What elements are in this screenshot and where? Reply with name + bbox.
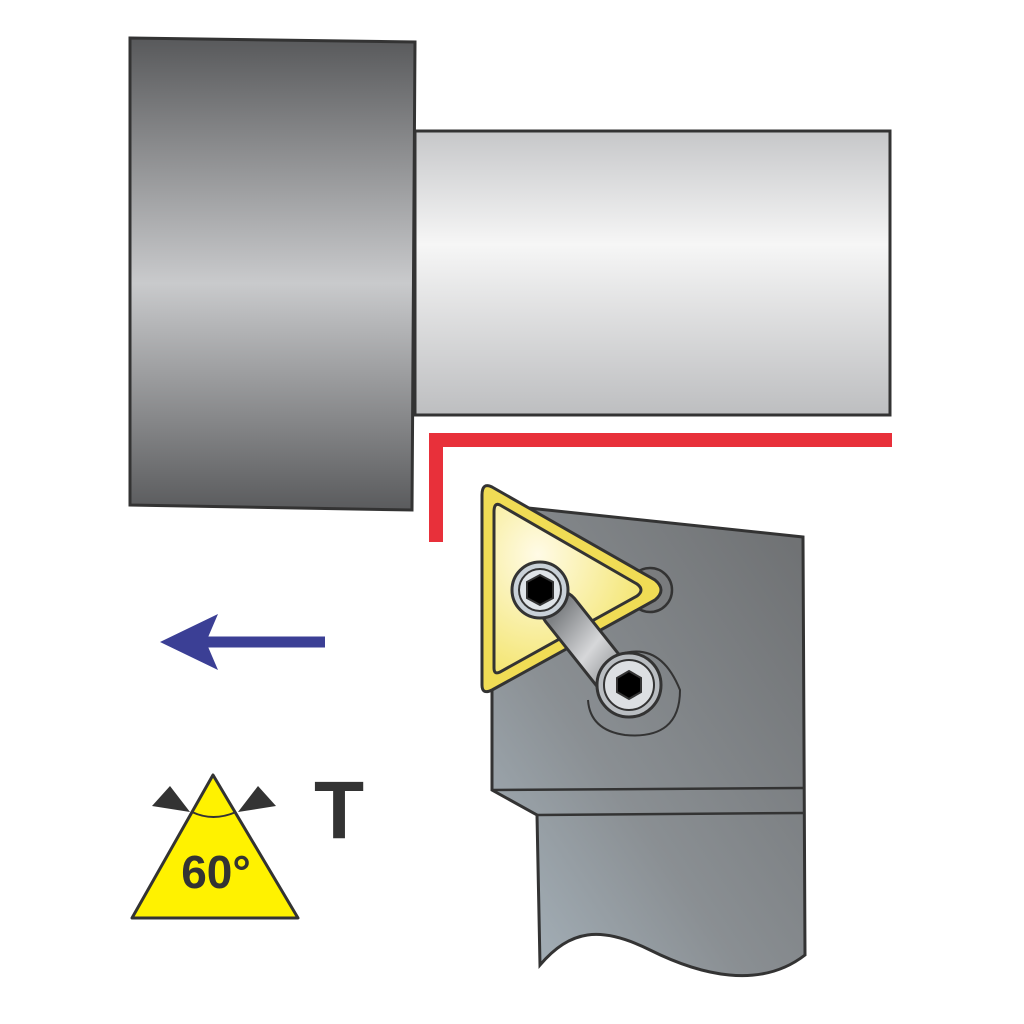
angle-label: 60° xyxy=(181,846,251,898)
workpiece-small-diameter xyxy=(413,129,892,417)
clamp xyxy=(510,560,682,737)
holder-shank-line xyxy=(536,811,804,817)
angle-pointer-right-icon xyxy=(238,786,276,812)
holder-edge-line xyxy=(491,786,804,792)
clamp-screw-icon xyxy=(510,560,570,620)
workpiece-large-diameter xyxy=(128,36,417,512)
angle-pointer-left-icon xyxy=(152,786,190,812)
clamp-screw-icon xyxy=(595,651,663,719)
insert-shape-code: T xyxy=(314,765,364,856)
workpiece xyxy=(128,36,892,512)
insert-angle-symbol: 60° xyxy=(130,773,300,920)
cutting-path xyxy=(429,433,892,542)
feed-direction-arrow-icon xyxy=(160,614,325,670)
